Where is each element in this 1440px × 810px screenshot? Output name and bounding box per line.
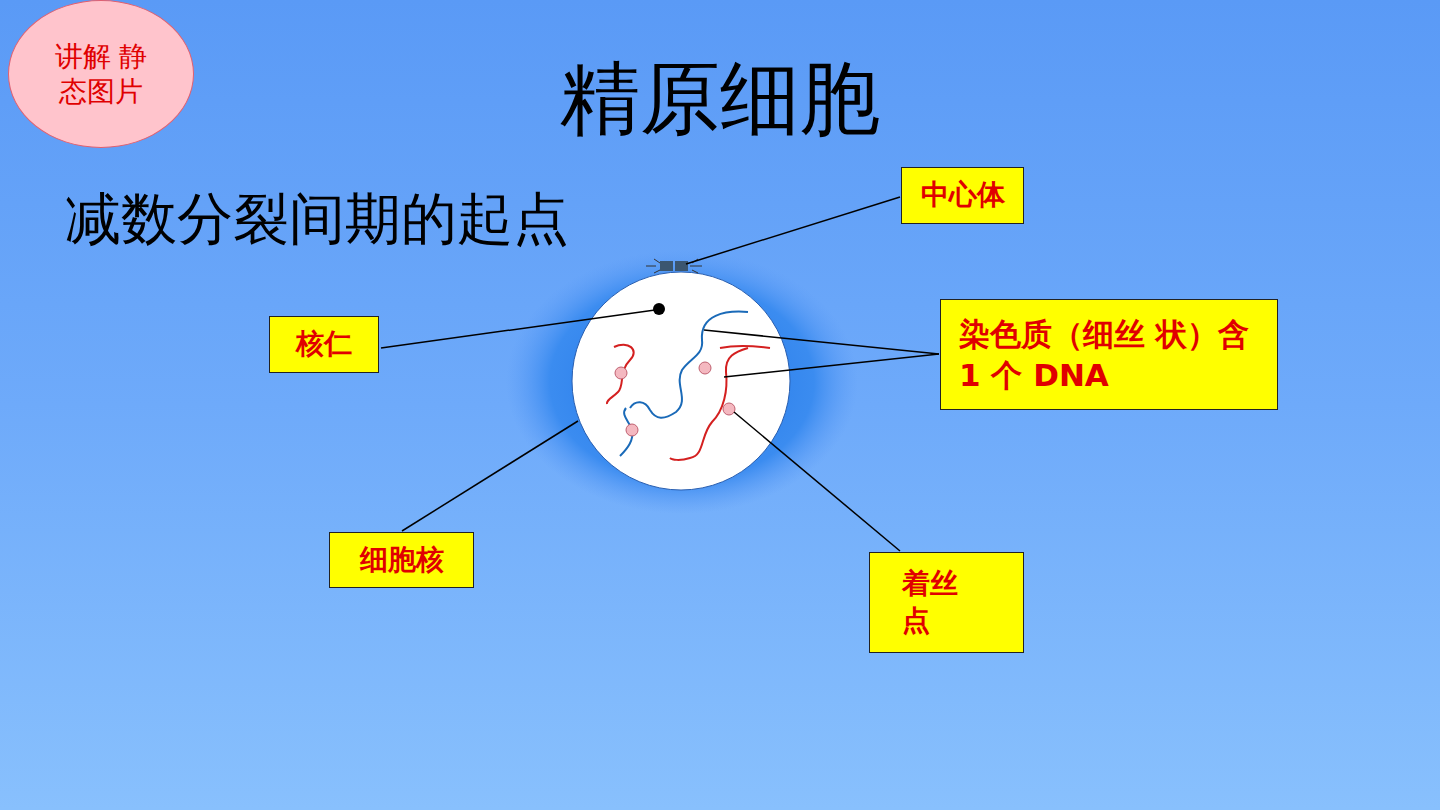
- cytoplasm: [506, 250, 858, 514]
- centromere-dots: [615, 362, 735, 436]
- box-text: 讲解 静态图片: [46, 39, 156, 109]
- centrosome-label-box: 中心体: [901, 167, 1024, 224]
- nucleolus-dot: [653, 303, 665, 315]
- box-text: 染色质（细丝 状）含 1 个 DNA: [959, 314, 1259, 395]
- subtitle-label: 减数分裂间期的起点: [65, 182, 569, 258]
- box-text: 着丝 点: [902, 566, 992, 639]
- centromere-label-box: 着丝 点: [869, 552, 1024, 653]
- nucleus-label-box: 细胞核: [329, 532, 474, 588]
- nucleus-shape: [572, 272, 790, 490]
- box-text: 细胞核: [360, 542, 444, 578]
- slide-title: 精原细胞: [560, 46, 880, 154]
- box-text: 中心体: [921, 177, 1005, 213]
- lecture-badge: 讲解 静态图片: [8, 0, 194, 148]
- box-text: 核仁: [296, 326, 352, 362]
- chromatin-label-box: 染色质（细丝 状）含 1 个 DNA: [940, 299, 1278, 410]
- nucleolus-label-box: 核仁: [269, 316, 379, 373]
